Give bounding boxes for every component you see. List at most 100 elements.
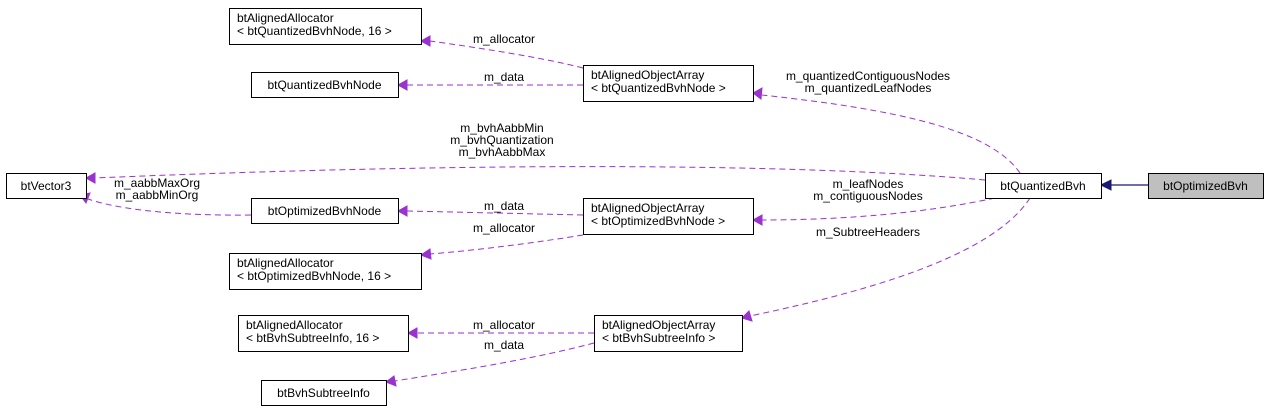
edge-label-allocQuantized: m_allocator [473,32,535,46]
node-label: btOptimizedBvhNode [268,204,382,218]
edge-label-text: m_aabbMinOrg [116,188,199,202]
node-box [238,315,409,352]
usage-arrowhead [752,87,763,100]
node-label: < btQuantizedBvhNode > [591,81,726,95]
node-btbvhsubtreeinfo[interactable]: btBvhSubtreeInfo [261,380,387,406]
node-label: btAlignedAllocator [237,256,334,270]
node-label: < btBvhSubtreeInfo > [602,331,715,345]
node-label: btAlignedObjectArray [591,68,704,82]
edge-label-text: m_SubtreeHeaders [816,225,920,239]
usage-arrowhead [84,172,96,184]
node-box [583,198,754,235]
usage-arrowhead [419,248,432,260]
node-label: btQuantizedBvhNode [267,78,381,92]
usage-arrowhead [384,375,397,387]
edge-label-text: m_allocator [473,318,535,332]
usage-edge-allocOptimized [419,234,584,260]
edge-label-subtreeHeaders: m_SubtreeHeaders [816,225,920,239]
usage-edge-line [749,197,1031,317]
node-box [6,173,87,199]
usage-edge-line [87,198,252,216]
node-btalignedallocator-optimized[interactable]: btAlignedAllocator< btOptimizedBvhNode, … [229,253,422,290]
usage-edge-line [761,94,1021,174]
usage-arrowhead [396,79,408,91]
edge-label-text: m_quantizedLeafNodes [805,81,932,95]
usage-edge-subtreeHeaders [741,197,1031,322]
edge-label-text: m_allocator [473,32,535,46]
usage-edge-allocQuantized [419,35,584,69]
node-box [251,72,399,98]
node-label: < btBvhSubtreeInfo, 16 > [246,331,379,345]
usage-edge-line [394,342,595,382]
edge-label-optimizedNode: m_data [484,199,524,213]
node-label: btAlignedAllocator [237,11,334,25]
usage-arrowhead [741,310,753,322]
usage-edge-optimizedNode [396,205,584,217]
node-btoptimizedbvh: btOptimizedBvh [1148,173,1264,199]
edge-label-text: m_aabbMaxOrg [114,176,200,190]
usage-edge-line [429,40,584,69]
edge-label-text: m_contiguousNodes [813,189,922,203]
usage-arrowhead [751,214,763,226]
edge-label-text: m_quantizedContiguousNodes [786,69,950,83]
node-label: btAlignedObjectArray [591,201,704,215]
usage-edge-arrayOptimized [751,197,996,226]
node-btalignedobjectarray-subtree[interactable]: btAlignedObjectArray< btBvhSubtreeInfo > [594,315,743,352]
usage-edge-line [94,166,986,181]
edge-label-quantizedNode: m_data [484,70,524,84]
node-box [261,380,387,406]
node-box [583,65,754,102]
node-box [594,315,743,352]
node-box [229,8,422,45]
edge-label-arrayQuantized: m_quantizedContiguousNodesm_quantizedLea… [786,69,950,95]
node-label: < btQuantizedBvhNode, 16 > [237,24,392,38]
usage-arrowhead [406,327,418,339]
node-label: btQuantizedBvh [1000,179,1085,193]
node-btvector3[interactable]: btVector3 [6,173,87,199]
node-label: btVector3 [21,179,72,193]
edge-label-text: m_bvhQuantization [450,133,553,147]
edge-label-subtreeInfo: m_data [484,338,524,352]
node-label: < btOptimizedBvhNode > [591,214,725,228]
usage-edge-line [761,197,996,221]
node-box [229,253,422,290]
node-box [985,173,1102,199]
edge-label-text: m_bvhAabbMax [459,145,546,159]
inheritance-edge [1099,179,1148,191]
usage-arrowhead [419,35,431,47]
edge-label-text: m_data [484,199,524,213]
edge-label-vector3: m_bvhAabbMinm_bvhQuantizationm_bvhAabbMa… [450,121,553,159]
node-box [1148,173,1264,199]
usage-edge-arrayQuantized [752,87,1021,174]
usage-edge-vector3 [84,166,986,184]
edge-label-text: m_data [484,338,524,352]
inheritance-arrowhead [1099,179,1112,191]
usage-edge-quantizedNode [396,79,583,91]
node-btalignedobjectarray-quantized[interactable]: btAlignedObjectArray< btQuantizedBvhNode… [583,65,754,102]
usage-edge-line [429,234,584,255]
edge-label-text: m_leafNodes [833,177,904,191]
usage-arrowhead [396,205,408,217]
node-btquantizedbvhnode[interactable]: btQuantizedBvhNode [251,72,399,98]
node-label: btAlignedAllocator [246,318,343,332]
node-label: btBvhSubtreeInfo [277,386,370,400]
edge-label-text: m_data [484,70,524,84]
node-btalignedallocator-subtree[interactable]: btAlignedAllocator< btBvhSubtreeInfo, 16… [238,315,409,352]
node-btoptimizedbvhnode[interactable]: btOptimizedBvhNode [251,198,399,224]
usage-edge-subtreeInfo [384,342,595,387]
node-box [251,198,399,224]
edge-label-allocSubtree: m_allocator [473,318,535,332]
edge-label-allocOptimized: m_allocator [473,221,535,235]
node-label: btAlignedObjectArray [602,318,715,332]
usage-edge-allocSubtree [406,327,594,339]
edge-label-text: m_bvhAabbMin [460,121,543,135]
node-btalignedobjectarray-optimized[interactable]: btAlignedObjectArray< btOptimizedBvhNode… [583,198,754,235]
node-label: < btOptimizedBvhNode, 16 > [237,269,391,283]
edge-label-text: m_allocator [473,221,535,235]
node-btalignedallocator-quantized[interactable]: btAlignedAllocator< btQuantizedBvhNode, … [229,8,422,45]
node-label: btOptimizedBvh [1163,179,1248,193]
node-btquantizedbvh[interactable]: btQuantizedBvh [985,173,1102,199]
